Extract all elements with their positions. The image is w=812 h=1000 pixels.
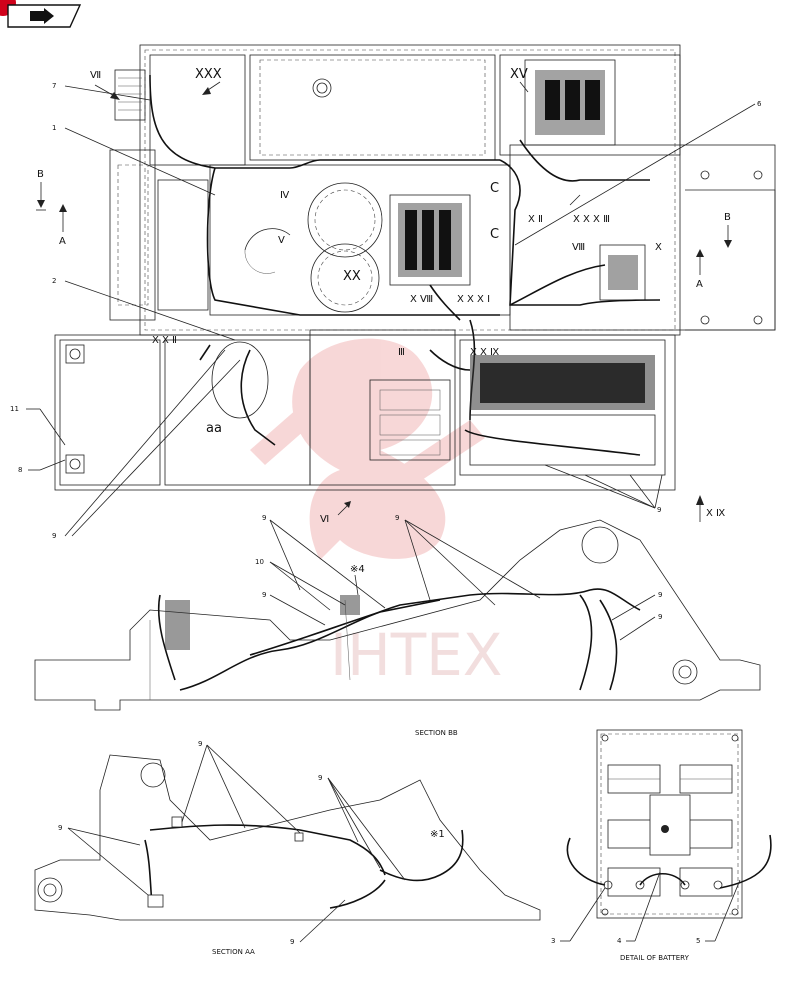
label-c-upper: C [490,181,499,196]
label-viii: Ⅷ [572,242,585,253]
callout-5: 5 [696,937,700,945]
label-xix: X Ⅸ [706,508,725,519]
battery-callouts: 3 4 5 [551,871,741,945]
label-vi: Ⅵ [320,514,329,525]
callout-3: 3 [551,937,555,945]
plan-labels: Ⅶ XXX XV Ⅳ Ⅴ C C XX X Ⅱ X X X Ⅲ Ⅷ X X Ⅷ … [90,67,725,525]
callout-7: 7 [52,82,56,90]
callout-10: 10 [255,558,264,566]
arrow-up-icon [696,495,704,505]
callout-9-bb-c: 9 [262,591,266,599]
label-xxxiii: X X X Ⅲ [573,214,610,225]
label-xviii: X Ⅷ [410,294,433,305]
label-v: Ⅴ [278,235,285,246]
label-xxii: X X Ⅱ [152,335,177,346]
label-x: X [655,242,662,253]
label-xxxi: X X X Ⅰ [457,294,490,305]
section-bb-callouts: 9 9 10 9 9 9 [255,514,662,641]
label-xxx: XXX [195,67,222,82]
section-bb-title: SECTION BB [415,729,458,737]
section-markers: B A B A [36,81,732,522]
label-iii: Ⅲ [398,347,405,358]
callout-9-bb-d: 9 [658,591,662,599]
arrow-down-icon [724,240,732,248]
plan-callouts: 7 1 6 2 11 8 9 9 [10,82,762,540]
battery-detail: DETAIL OF BATTERY [566,729,772,962]
callout-9-aa-a: 9 [198,740,202,748]
plan-view [54,44,776,491]
section-b-left: B [37,169,44,180]
arrow-up-icon [696,249,704,257]
callout-9-right: 9 [657,506,661,514]
callout-6: 6 [757,100,762,108]
section-aa-view: SECTION AA ※1 [34,754,541,956]
label-mark1: ※1 [430,829,445,840]
label-xx: XX [343,269,361,284]
callout-9-bb-e: 9 [658,613,662,621]
section-b-right: B [724,212,731,223]
callout-4: 4 [617,937,622,945]
label-xv: XV [510,67,528,82]
section-a-left: A [59,236,66,247]
callout-9-left: 9 [52,532,56,540]
arrow-up-icon [59,204,67,212]
battery-detail-title: DETAIL OF BATTERY [620,954,690,962]
callout-9-aa-b: 9 [58,824,62,832]
label-aa: aa [206,421,222,436]
label-xxix: X X Ⅸ [470,347,499,358]
section-bb-view: SECTION BB ※4 [34,519,761,737]
nav-badge[interactable] [0,0,82,28]
callout-9-bb-b: 9 [395,514,399,522]
callout-1: 1 [52,124,56,132]
callout-8: 8 [18,466,22,474]
section-aa-title: SECTION AA [212,948,255,956]
callout-9-aa-c: 9 [318,774,322,782]
label-mark4: ※4 [350,564,365,575]
callout-2: 2 [52,277,56,285]
section-a-right: A [696,279,703,290]
callout-9-bb-a: 9 [262,514,266,522]
callout-11: 11 [10,405,19,413]
label-c-lower: C [490,227,499,242]
label-iv: Ⅳ [280,190,290,201]
section-aa-callouts: 9 9 9 9 [58,740,406,946]
back-arrow-icon[interactable] [30,8,54,24]
watermark-text: IHTEX [330,621,503,689]
arrow-down-icon [37,200,45,208]
watermark: IHTEX [250,338,503,689]
callout-9-aa-d: 9 [290,938,294,946]
label-xii: X Ⅱ [528,214,543,225]
label-vii: Ⅶ [90,70,101,81]
